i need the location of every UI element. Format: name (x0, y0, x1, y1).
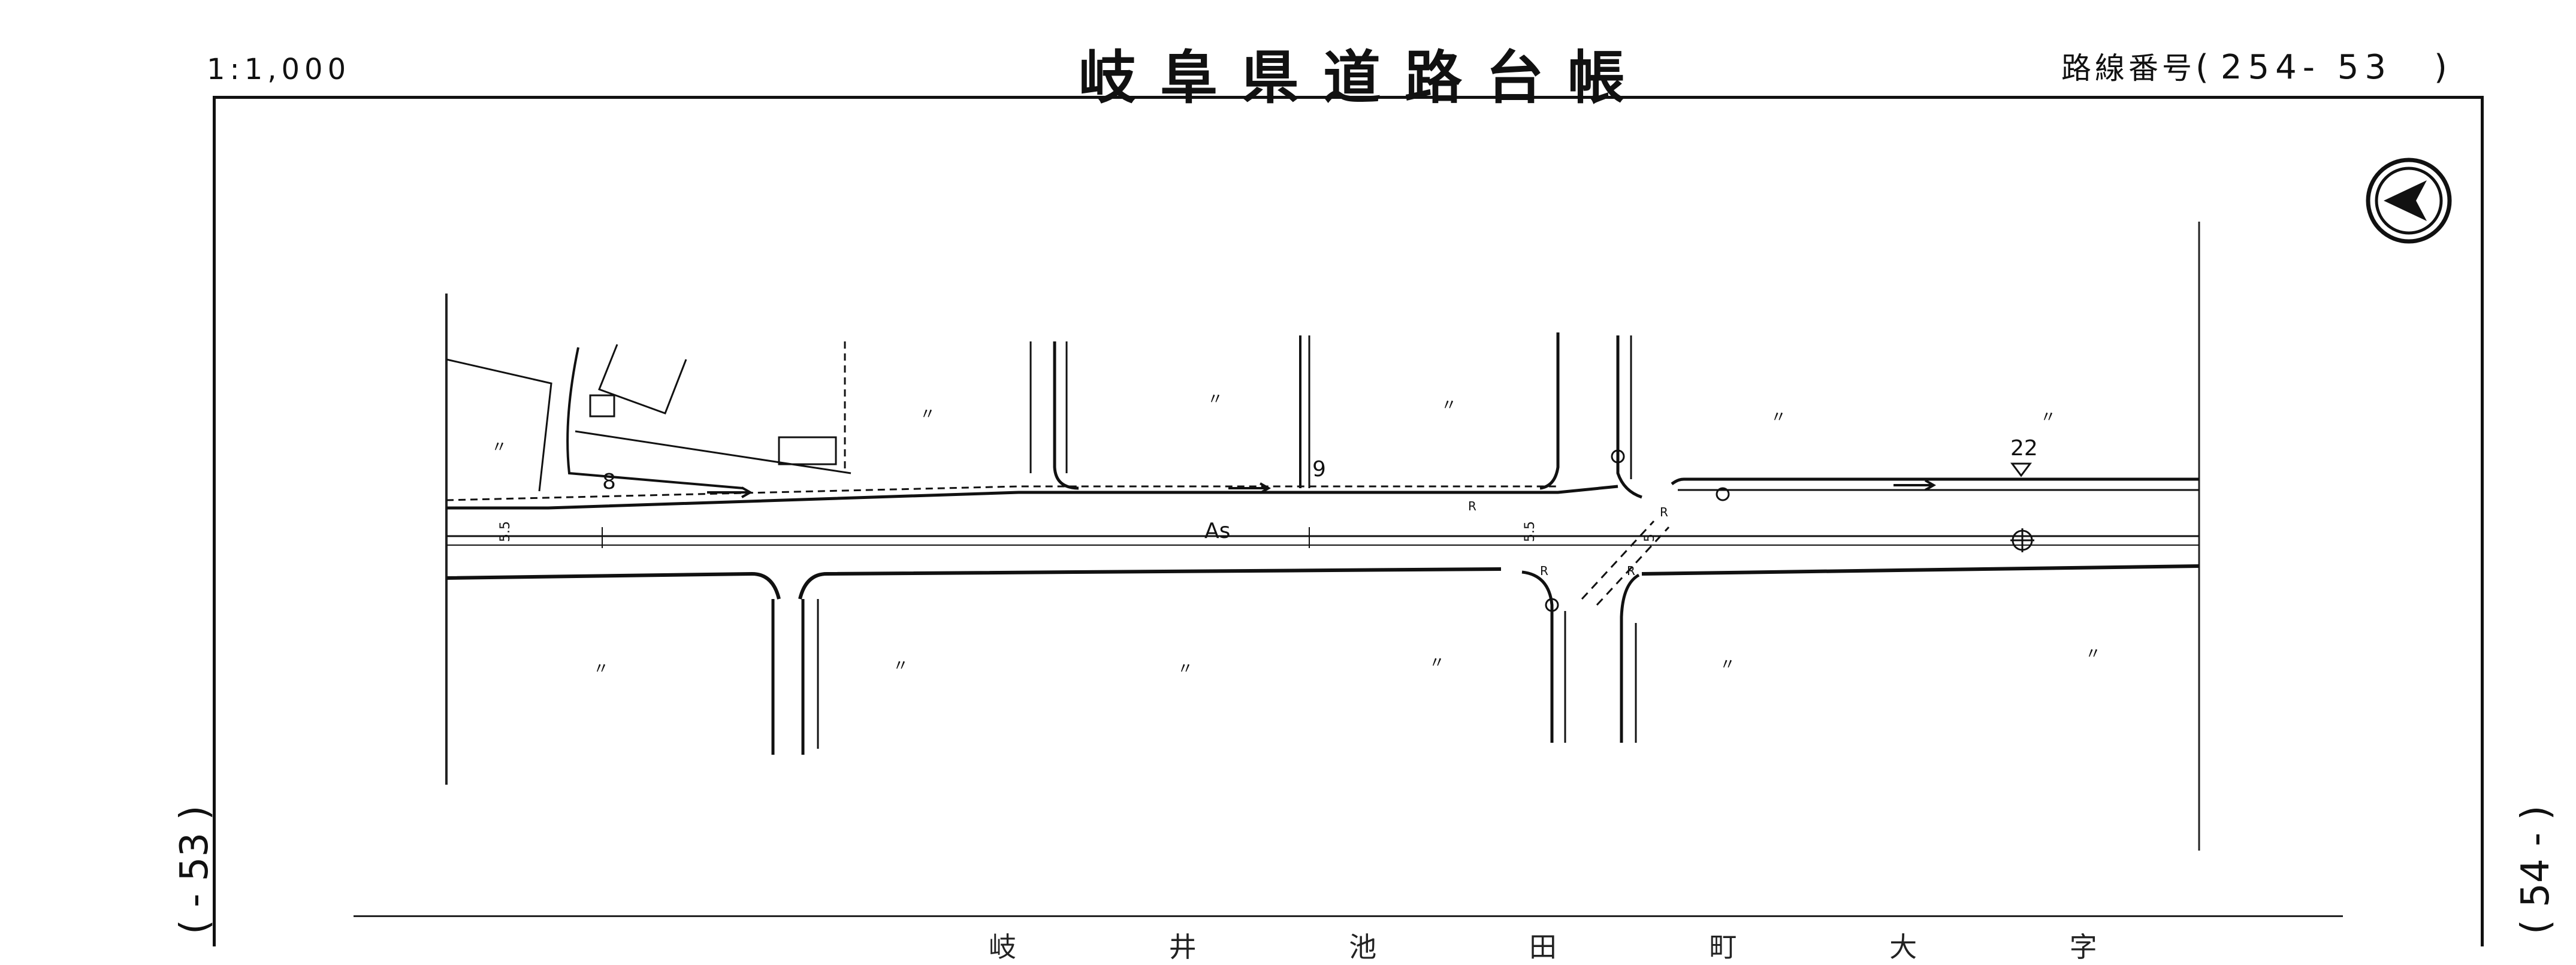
circled-arrow-left-icon (2366, 158, 2452, 244)
parcel-mark: 〃 (593, 660, 609, 678)
number-label-22: 22 (2010, 436, 2038, 461)
parcel-mark: 〃 (1441, 397, 1457, 415)
parcel-mark: 〃 (1720, 656, 1735, 674)
route-number-value: 254- 53 (2220, 48, 2393, 87)
parcel-mark: 〃 (2040, 409, 2056, 426)
surface-label: As (1204, 519, 1230, 543)
parcel-mark: 〃 (893, 657, 908, 675)
route-close-paren: ) (2434, 48, 2447, 87)
r-mark: R (1540, 564, 1548, 578)
footer-text: 岐 井 池 田 町 大 字 (989, 931, 2169, 963)
road-map: As 8 9 22 〃 〃 〃 〃 〃 〃 〃 〃 〃 〃 〃 〃 5.5 5.… (445, 158, 2452, 851)
r-mark: R (1468, 499, 1476, 513)
route-number: 路線番号(254- 53) (2061, 44, 2447, 87)
parcel-mark: 〃 (1771, 409, 1786, 426)
width-mark: 5.5 (1523, 521, 1538, 542)
r-mark: R (1660, 505, 1668, 519)
parcel-mark: 〃 (1177, 660, 1193, 678)
width-mark: 5.5 (498, 521, 513, 542)
scale-label: 1:1,000 (207, 53, 351, 86)
page-title: 岐阜県道路台帳 (1079, 44, 1649, 111)
map-frame (213, 96, 2484, 946)
road-network (446, 332, 2200, 755)
width-mark: 5 (1642, 534, 1657, 542)
match-line-right: ( 54 - ) (2514, 805, 2558, 935)
parcel-mark: 〃 (920, 406, 935, 423)
route-open-paren: ( (2196, 48, 2209, 87)
number-label-8: 8 (602, 470, 616, 494)
bottom-rule (354, 915, 2343, 917)
parcel-mark: 〃 (1207, 391, 1223, 409)
r-mark: R (1627, 564, 1635, 578)
route-label: 路線番号 (2061, 51, 2196, 86)
match-line-left: ( - 53 ) (173, 805, 217, 935)
parcel-mark: 〃 (1429, 654, 1445, 672)
parcel-mark: 〃 (491, 438, 507, 456)
number-label-9: 9 (1312, 457, 1326, 482)
parcel-mark: 〃 (2085, 645, 2101, 663)
